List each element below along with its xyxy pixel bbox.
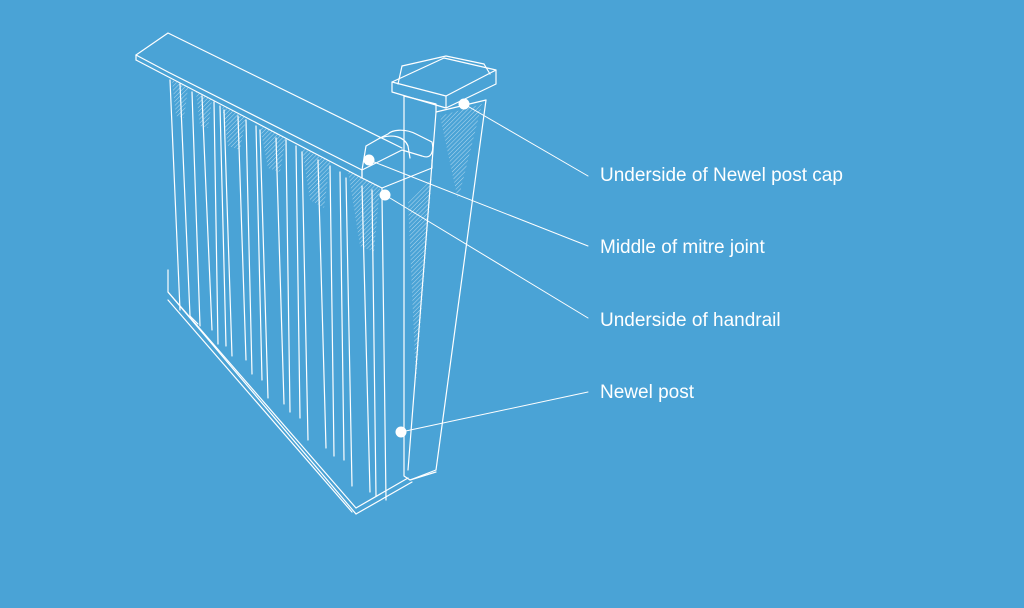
callout-leaders [368, 103, 589, 433]
dot-newel [395, 426, 407, 438]
callout-label-newel-cap-underside: Underside of Newel post cap [600, 165, 843, 186]
base-rail [167, 269, 413, 515]
newel-post-cap [391, 55, 497, 109]
handrail [135, 32, 403, 179]
dot-mitre [363, 154, 375, 166]
leader-rail [384, 194, 589, 319]
leader-mitre [368, 159, 589, 247]
callout-label-handrail-underside: Underside of handrail [600, 310, 781, 331]
dot-rail [379, 189, 391, 201]
leader-newel [400, 391, 589, 433]
leader-cap [463, 103, 589, 177]
callout-dots [363, 98, 470, 438]
balusters [169, 79, 387, 501]
callout-label-mitre-joint-middle: Middle of mitre joint [600, 237, 765, 258]
dot-cap [458, 98, 470, 110]
handrail-shadows [172, 80, 380, 252]
newel-post [403, 95, 487, 481]
callout-label-newel-post: Newel post [600, 382, 694, 403]
